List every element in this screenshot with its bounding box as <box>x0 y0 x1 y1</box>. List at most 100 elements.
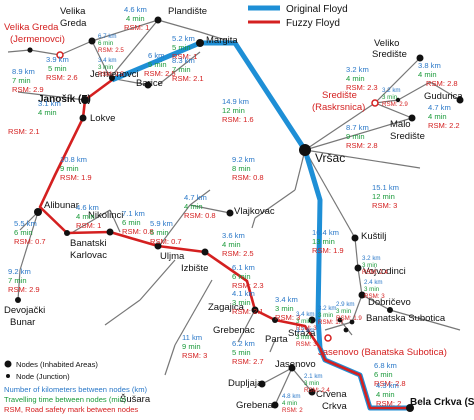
node-dot <box>408 114 416 122</box>
road-segment <box>19 211 39 231</box>
node-dot <box>154 242 162 250</box>
edge-label-group: 3.9 km 5 min RSM: 2.6 <box>46 55 78 82</box>
edge-label-group: 3.1 km 4 min RSM: 2.1 <box>8 99 61 136</box>
road-segment <box>251 217 256 229</box>
edge-min: 5 min <box>48 64 67 73</box>
edge-min: 6 min <box>98 40 114 47</box>
node-dot <box>272 317 278 323</box>
edge-min: 3 min <box>296 318 312 325</box>
legend-node-inhabited-icon <box>4 360 12 368</box>
edge-rsm: RSM: 1.6 <box>222 115 254 124</box>
node-dot <box>27 47 33 53</box>
edge-min: 9 min <box>346 132 365 141</box>
place-label: Lokve <box>90 113 115 124</box>
edge-km: 5.2 km <box>172 34 195 43</box>
place-label: Vojvodinci <box>363 266 406 277</box>
junction-red-marker <box>371 99 379 107</box>
edge-km: 2.1 km <box>304 373 323 380</box>
edge-min: 4 min <box>126 14 145 23</box>
edge-rsm: RSM: 1.9 <box>60 173 92 182</box>
road-segment <box>164 344 176 376</box>
node-dot <box>358 291 366 299</box>
place-label: Janošík (F) <box>38 94 91 105</box>
place-label: Grebenac <box>236 400 278 411</box>
edge-km: 4.6 km <box>124 5 147 14</box>
edge-rsm: RSM: 3 <box>364 293 385 300</box>
place-label: Bela Crkva (S) <box>410 397 474 408</box>
road-segment <box>17 91 86 101</box>
place-label: Šušara <box>120 394 151 405</box>
node-dot <box>34 208 42 216</box>
road-segment <box>304 117 413 151</box>
road-segment <box>237 309 256 343</box>
edge-rsm: RSM: 0.8 <box>184 211 216 220</box>
edge-rsm: RSM: 2.8 <box>374 379 406 388</box>
edge-km: 3.4 km <box>98 57 117 64</box>
edge-min: 9 min <box>60 164 79 173</box>
node-dot <box>79 114 87 122</box>
place-label: Veliko <box>374 38 399 49</box>
edge-min: 4 min <box>418 70 437 79</box>
edge-km: 3.1 km <box>38 99 61 108</box>
road-segment <box>91 40 111 79</box>
place-label: Plandište <box>168 6 207 17</box>
edge-rsm: RSM: 2 <box>376 399 401 408</box>
edge-km: 4.3 km <box>376 381 399 390</box>
edge-rsm: RSM: 3 <box>275 313 300 322</box>
edge-km: 9.2 km <box>8 267 31 276</box>
legend-original-label: Original Floyd <box>286 4 348 15</box>
road-segment <box>397 81 431 101</box>
node-dot <box>15 297 21 303</box>
junction-red-marker <box>324 334 332 342</box>
edge-label-group: 4.7 km 4 min RSM: 0.8 <box>184 193 216 220</box>
edge-label-group: 8.9 km 7 min RSM: 2.9 <box>12 67 44 94</box>
edge-rsm: RSM: 0.8 <box>122 227 154 236</box>
road-segment <box>139 259 176 301</box>
place-label: Izbište <box>181 263 208 274</box>
edge-min: 3 min <box>232 298 251 307</box>
road-segment <box>29 49 61 56</box>
place-label: Straža <box>288 328 316 339</box>
place-label: Uljma <box>160 251 185 262</box>
road-segment <box>294 149 306 191</box>
place-label: Bunar <box>10 317 35 328</box>
place-label: Središte <box>390 131 425 142</box>
node-dot <box>349 319 355 325</box>
edge-rsm: RSM: 0.7 <box>14 237 46 246</box>
edge-min: 4 min <box>282 400 298 407</box>
edge-rsm: RSM: 2.3 <box>346 83 378 92</box>
place-labels: Velika Greda Plandište Velika Greda (Jer… <box>4 6 474 412</box>
road-segment <box>374 99 399 104</box>
edge-km: 3.2 km <box>318 305 337 312</box>
edge-min: 12 min <box>372 192 395 201</box>
road-segment <box>374 102 413 119</box>
road-segment <box>304 102 376 151</box>
edge-min: 5 min <box>232 348 251 357</box>
edge-km: 4.7 km <box>184 193 207 202</box>
legend-min: Travelling time between nodes (min) <box>4 395 127 404</box>
place-label: Malo <box>390 119 411 130</box>
edge-label-group: 2.9 km 3 min RSM: 1.9 <box>336 301 362 322</box>
road-segment <box>374 57 421 104</box>
edge-min: 3 min <box>382 94 398 101</box>
edge-rsm: RSM: 2.9 <box>382 101 408 108</box>
edge-rsm: RSM: 1.7 <box>318 319 344 326</box>
edge-min: 5 min <box>150 228 169 237</box>
edge-min: 5 min <box>172 43 191 52</box>
road-segment <box>304 149 356 239</box>
edge-min: 8 min <box>232 164 251 173</box>
edge-km: 2.4 km <box>364 279 383 286</box>
edge-label-group: 9.2 km 7 min RSM: 2.9 <box>8 267 40 294</box>
edge-km: 5.9 km <box>150 219 173 228</box>
place-label: Središte <box>372 49 407 60</box>
edge-km: 8.9 km <box>12 67 35 76</box>
place-label: (Raskrsnica) <box>312 102 365 113</box>
road-segment <box>304 149 421 169</box>
edge-label-group: 4.7 km 4 min RSM: 2.2 <box>428 103 460 130</box>
road-segment <box>109 19 159 79</box>
edge-km: 15.1 km <box>372 183 399 192</box>
edge-label-group: 9.2 km 8 min RSM: 0.8 <box>232 155 264 182</box>
edge-min: 3 min <box>296 334 312 341</box>
road-segment <box>174 279 213 346</box>
